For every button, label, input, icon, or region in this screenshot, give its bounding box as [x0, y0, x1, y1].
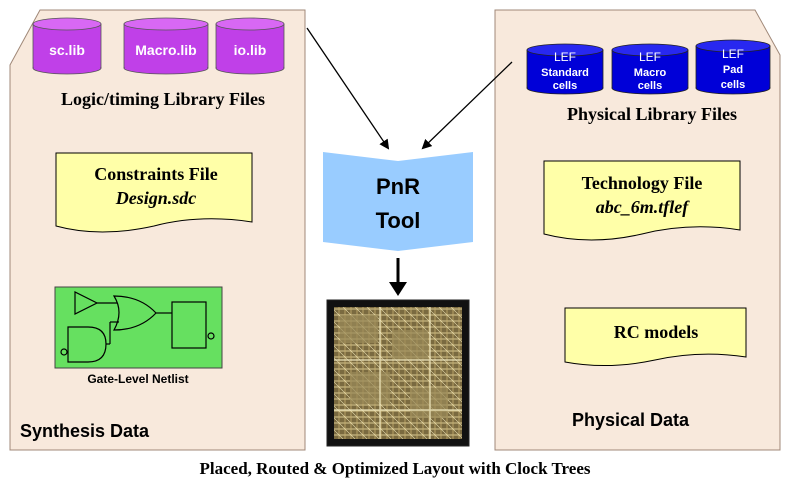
- constraints-file: Design.sdc: [115, 188, 197, 208]
- physical-panel: LEF Standard cells LEF Macro cells LEF P…: [494, 9, 781, 451]
- lef-cylinder: LEF Standard cells: [526, 43, 604, 95]
- physical-library-title: Physical Library Files: [567, 104, 737, 124]
- and-gate-icon: [67, 326, 107, 363]
- arrow-from-physical-libs: [421, 61, 513, 150]
- lef-label: LEF: [554, 50, 576, 64]
- arrow-from-logic-libs: [306, 27, 390, 150]
- flipflop-icon: [171, 301, 207, 349]
- lib-cylinder: io.lib: [215, 17, 285, 75]
- lef-label: Pad: [723, 64, 743, 76]
- buffer-gate-icon: [74, 291, 99, 315]
- lef-label: Macro: [634, 67, 667, 79]
- constraints-title: Constraints File: [94, 164, 218, 184]
- rc-models-note: [564, 307, 747, 367]
- lef-label: LEF: [722, 47, 744, 61]
- layout-caption: Placed, Routed & Optimized Layout with C…: [200, 459, 591, 478]
- netlist-label: Gate-Level Netlist: [87, 372, 188, 386]
- lef-cylinder: LEF Pad cells: [695, 39, 771, 95]
- rc-models-label: RC models: [614, 322, 699, 342]
- lef-label: LEF: [639, 50, 661, 64]
- lib-label: sc.lib: [49, 42, 85, 58]
- lef-cylinder: LEF Macro cells: [611, 43, 689, 95]
- pnr-tool-line2: Tool: [376, 208, 421, 233]
- synthesis-panel: sc.lib Macro.lib io.lib Logic/timing Lib…: [9, 9, 306, 451]
- lef-label: cells: [553, 80, 577, 92]
- lef-label: cells: [721, 79, 745, 91]
- pnr-tool-line1: PnR: [376, 174, 420, 199]
- or-gate-icon: [112, 295, 157, 331]
- logic-library-title: Logic/timing Library Files: [61, 89, 265, 109]
- constraints-note: [55, 152, 253, 233]
- technology-note: [543, 160, 741, 241]
- lib-label: Macro.lib: [135, 42, 196, 58]
- netlist-schematic: [54, 286, 223, 369]
- synthesis-data-label: Synthesis Data: [20, 421, 150, 441]
- physical-data-label: Physical Data: [572, 410, 690, 430]
- technology-file: abc_6m.tflef: [596, 197, 690, 217]
- lef-label: Standard: [541, 67, 589, 79]
- pnr-tool: PnR Tool: [323, 152, 473, 251]
- pnr-tool-box: [323, 152, 473, 251]
- lef-label: cells: [638, 80, 662, 92]
- arrow-to-layout-head: [389, 282, 407, 296]
- technology-title: Technology File: [582, 173, 703, 193]
- lib-cylinder: Macro.lib: [123, 17, 209, 75]
- lib-cylinder: sc.lib: [32, 17, 102, 75]
- lib-label: io.lib: [234, 42, 267, 58]
- chip-layout-image: [326, 299, 470, 447]
